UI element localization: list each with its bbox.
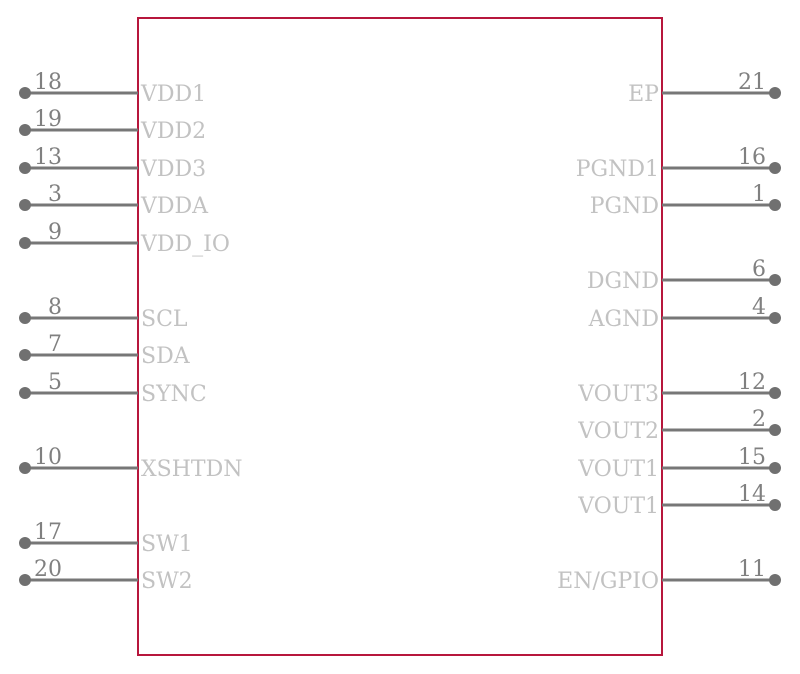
pin-number: 17 [34, 520, 62, 545]
pin-name: VOUT1 [577, 457, 659, 482]
pin-number: 16 [738, 145, 766, 170]
pin-number: 7 [48, 332, 62, 357]
pin-number: 9 [48, 220, 62, 245]
pin-number: 6 [752, 257, 766, 282]
pin-endpoint-dot [19, 312, 31, 324]
left-pin: 10 XSHTDN [19, 445, 242, 482]
pin-name: XSHTDN [141, 457, 242, 482]
pin-number: 12 [738, 370, 766, 395]
pin-name: EP [628, 82, 659, 107]
left-pin: 7 SDA [19, 332, 191, 369]
pin-name: VDD3 [140, 157, 206, 182]
left-pin: 5 SYNC [19, 370, 207, 407]
pin-number: 2 [752, 407, 766, 432]
left-pin: 17 SW1 [19, 520, 193, 557]
pin-endpoint-dot [19, 199, 31, 211]
pin-number: 10 [34, 445, 62, 470]
right-pin: 6 DGND [587, 257, 781, 294]
right-pin: 16 PGND1 [576, 145, 781, 182]
left-pin: 13 VDD3 [19, 145, 206, 182]
pin-number: 3 [48, 182, 62, 207]
pin-number: 18 [34, 70, 62, 95]
pin-endpoint-dot [19, 387, 31, 399]
pin-endpoint-dot [769, 499, 781, 511]
left-pin: 18 VDD1 [19, 70, 206, 107]
left-pin: 20 SW2 [19, 557, 193, 594]
pin-endpoint-dot [769, 574, 781, 586]
pin-endpoint-dot [769, 312, 781, 324]
pin-name: VOUT1 [577, 494, 659, 519]
right-pin: 14 VOUT1 [577, 482, 781, 519]
pin-name: VDDA [140, 194, 209, 219]
right-pin: 12 VOUT3 [577, 370, 781, 407]
pin-name: VDD2 [140, 119, 206, 144]
pin-endpoint-dot [19, 162, 31, 174]
pin-number: 15 [738, 445, 766, 470]
left-pin: 9 VDD_IO [19, 220, 230, 257]
pin-number: 5 [48, 370, 62, 395]
pin-endpoint-dot [769, 424, 781, 436]
pin-number: 1 [752, 182, 766, 207]
pin-name: SYNC [141, 382, 207, 407]
pin-endpoint-dot [769, 87, 781, 99]
pin-endpoint-dot [19, 537, 31, 549]
pin-number: 19 [34, 107, 62, 132]
right-pin: 4 AGND [588, 295, 781, 332]
right-pin: 11 EN/GPIO [557, 557, 781, 594]
pin-name: VDD_IO [140, 232, 230, 257]
pin-name: AGND [588, 307, 659, 332]
pin-number: 20 [34, 557, 62, 582]
ic-body-outline [137, 17, 663, 656]
pin-endpoint-dot [19, 124, 31, 136]
pin-name: SW2 [141, 569, 193, 594]
pin-name: SDA [141, 344, 191, 369]
pin-name: VOUT2 [577, 419, 659, 444]
pin-name: DGND [587, 269, 659, 294]
left-pin: 3 VDDA [19, 182, 209, 219]
pin-number: 8 [48, 295, 62, 320]
pin-number: 13 [34, 145, 62, 170]
pin-name: PGND [590, 194, 659, 219]
pin-number: 4 [752, 295, 766, 320]
right-pin: 2 VOUT2 [577, 407, 781, 444]
right-pin-group: 21EP16PGND11PGND6DGND4AGND12VOUT32VOUT21… [557, 70, 781, 594]
pin-endpoint-dot [769, 199, 781, 211]
pin-endpoint-dot [19, 87, 31, 99]
pin-name: PGND1 [576, 157, 659, 182]
right-pin: 1 PGND [590, 182, 781, 219]
pin-endpoint-dot [769, 462, 781, 474]
pin-endpoint-dot [19, 237, 31, 249]
pin-endpoint-dot [769, 162, 781, 174]
pin-name: SW1 [141, 532, 193, 557]
pin-name: VDD1 [140, 82, 206, 107]
left-pin: 8 SCL [19, 295, 188, 332]
pin-endpoint-dot [769, 387, 781, 399]
right-pin: 21 EP [628, 70, 781, 107]
pin-name: SCL [141, 307, 188, 332]
pin-endpoint-dot [769, 274, 781, 286]
pin-endpoint-dot [19, 462, 31, 474]
pin-endpoint-dot [19, 349, 31, 361]
pin-endpoint-dot [19, 574, 31, 586]
pin-name: EN/GPIO [557, 569, 659, 594]
pin-number: 11 [738, 557, 766, 582]
pin-name: VOUT3 [577, 382, 659, 407]
pin-number: 14 [738, 482, 766, 507]
left-pin: 19 VDD2 [19, 107, 206, 144]
right-pin: 15 VOUT1 [577, 445, 781, 482]
pin-number: 21 [738, 70, 766, 95]
